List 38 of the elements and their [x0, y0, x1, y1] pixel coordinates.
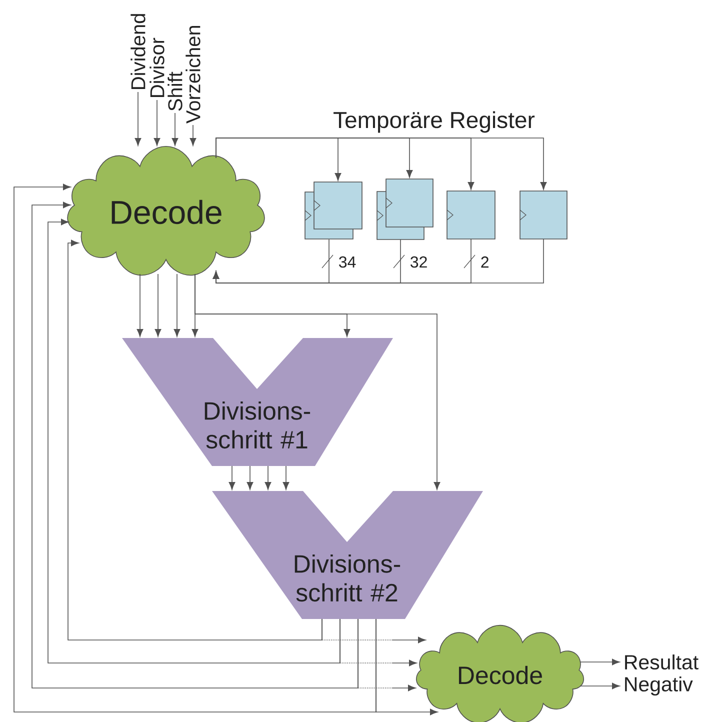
decode-cloud: Decode — [416, 624, 584, 722]
input-label: Dividend — [130, 14, 146, 89]
bus-width-label: 34 — [339, 256, 356, 268]
arrow — [174, 274, 180, 337]
arrow — [190, 124, 196, 146]
register-box — [446, 190, 496, 240]
arrow — [228, 466, 236, 490]
arrow — [154, 274, 162, 337]
division-step-block: Divisions- schritt #2 — [212, 491, 483, 619]
arrow — [194, 274, 440, 490]
arrow — [264, 466, 272, 490]
arrow — [14, 184, 376, 712]
arrow — [580, 658, 620, 666]
output-label: Resultat — [625, 654, 698, 670]
arrow — [172, 112, 178, 146]
arrow — [246, 466, 254, 490]
output-label: Negativ — [625, 676, 693, 696]
register-box — [304, 182, 362, 240]
input-label: Shift — [168, 72, 182, 111]
arrow — [154, 100, 160, 146]
arrow — [68, 240, 322, 640]
input-label: Divisor — [150, 38, 164, 97]
decode-cloud: Decode — [67, 146, 265, 276]
arrow — [282, 466, 290, 490]
input-label: Vorzeichen — [186, 26, 200, 124]
division-step-block: Divisions- schritt #1 — [122, 338, 393, 466]
bus-width-label: 2 — [481, 256, 488, 268]
arrow — [134, 92, 142, 146]
arrow — [136, 274, 144, 337]
arrow — [580, 682, 620, 690]
arrow — [216, 138, 547, 190]
register-box — [520, 190, 568, 240]
arrow — [48, 218, 340, 664]
register-box — [376, 178, 434, 240]
bus-width-label: 32 — [410, 256, 427, 268]
arrow — [212, 238, 544, 284]
heading: Temporäre Register — [334, 111, 535, 133]
arrow — [32, 202, 358, 688]
